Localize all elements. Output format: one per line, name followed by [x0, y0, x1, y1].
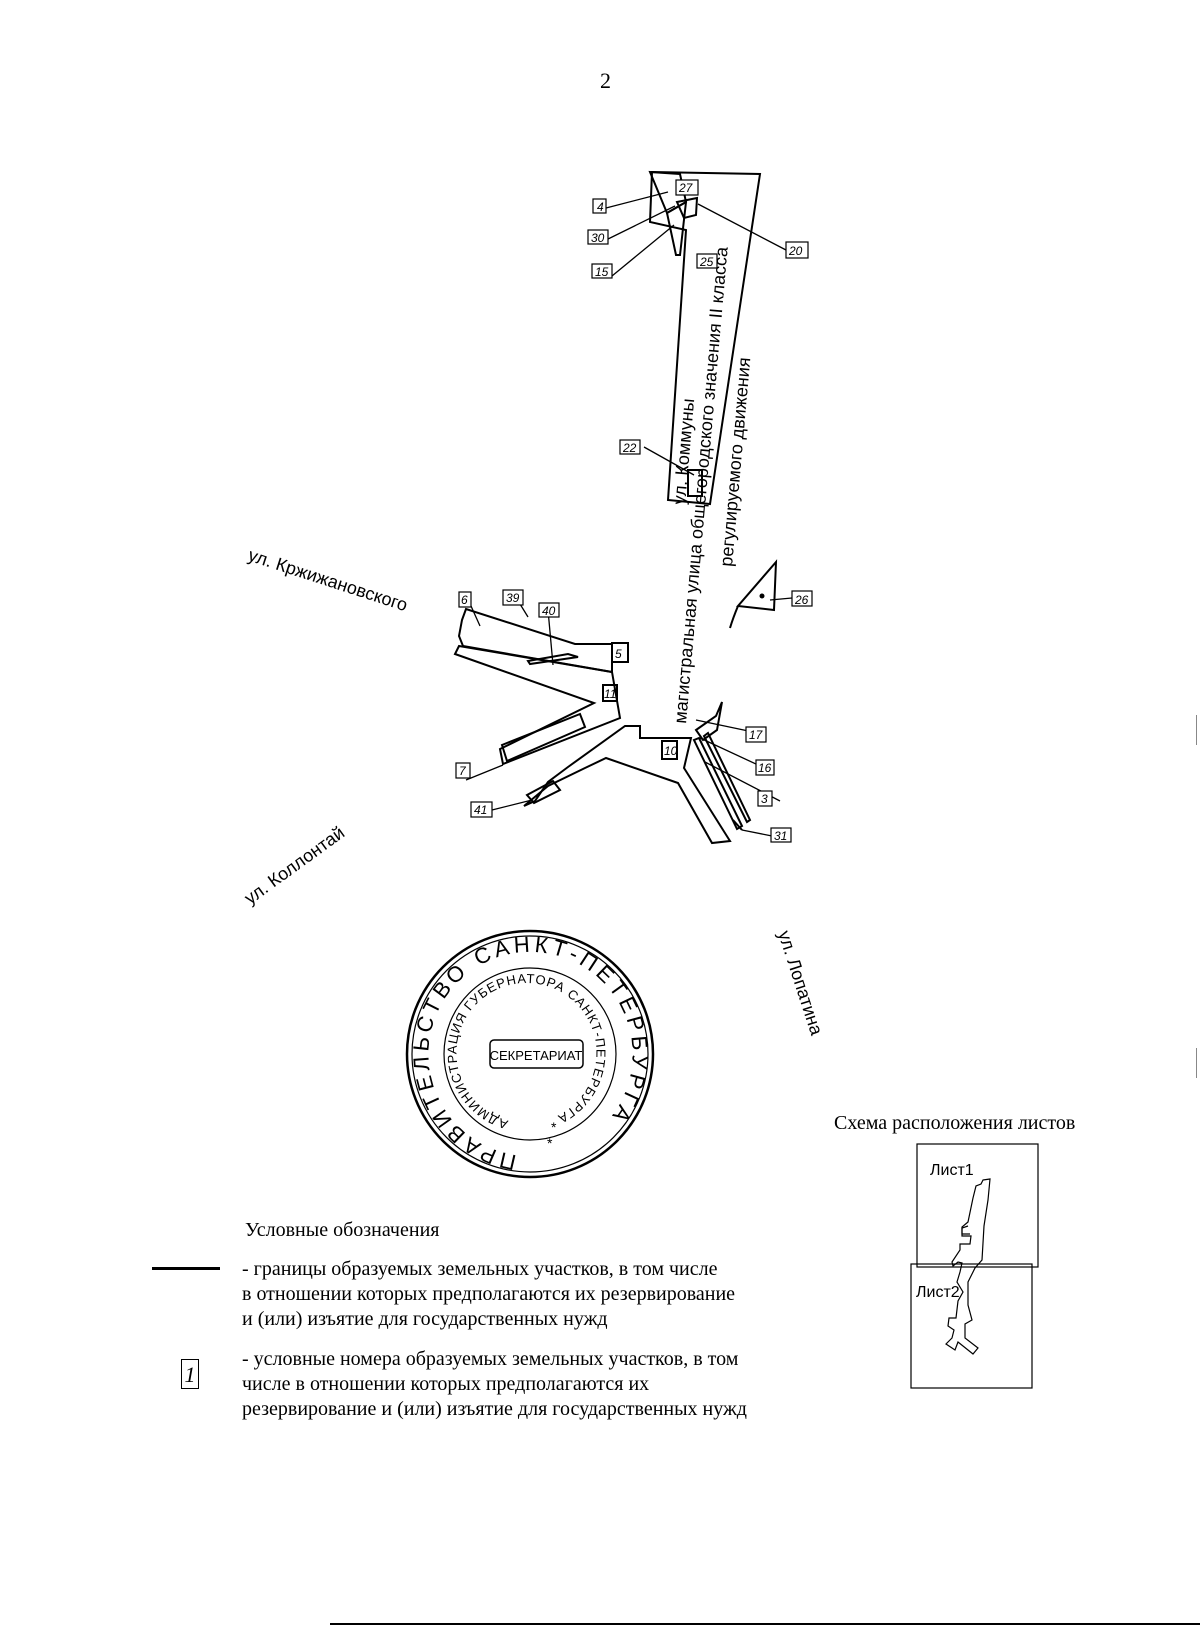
plot-label-22: 22 [622, 441, 637, 455]
legend-boundary-line2: в отношении которых предполагаются их ре… [242, 1283, 736, 1305]
sheet2-frame [910, 1263, 1033, 1389]
plot-label-5: 5 [615, 647, 622, 661]
plot-label-26: 26 [794, 593, 809, 607]
plot-label-31: 31 [774, 829, 787, 843]
parcel-26 [736, 559, 778, 612]
plot-label-20: 20 [788, 244, 803, 258]
svg-text:*: * [547, 1135, 553, 1151]
sheet1-frame [916, 1143, 1039, 1268]
seal-center-text: СЕКРЕТАРИАТ [490, 1048, 583, 1063]
footer-rule [330, 1623, 1200, 1625]
plot-label-30: 30 [591, 231, 605, 245]
sheet2-label: Лист2 [916, 1284, 960, 1301]
plot-box-17 [745, 726, 767, 743]
plot-box-31 [770, 827, 792, 843]
page-number: 2 [600, 68, 611, 93]
parcel-3 [702, 731, 752, 824]
parcel-10 [523, 725, 732, 845]
parcel-10-box [661, 740, 678, 760]
sheet-scheme-title: Схема расположения листов [834, 1112, 1076, 1134]
plot-box-30 [587, 229, 609, 245]
plot-label-41: 41 [474, 803, 487, 817]
sheet1-label: Лист1 [930, 1162, 974, 1179]
plot-box-6 [458, 591, 472, 608]
parcel-11 [453, 644, 622, 766]
parcel-7 [500, 712, 587, 763]
legend-number-line1: - условные номера образуемых земельных у… [242, 1348, 739, 1370]
legend-title: Условные обозначения [245, 1219, 440, 1241]
street-magistral-line2: регулируемого движения [716, 357, 754, 568]
plot-box-25 [696, 253, 718, 269]
plot-label-4: 4 [597, 200, 604, 214]
plot-box-3 [757, 790, 773, 807]
plot-box-16 [755, 759, 775, 776]
svg-text:*: * [551, 1119, 557, 1135]
plot-label-17: 17 [749, 728, 764, 742]
scan-edge-mark [1196, 1048, 1197, 1078]
legend-boundary-line1: - границы образуемых земельных участков,… [242, 1258, 718, 1280]
plot-box-4 [592, 198, 607, 214]
plot-label-3: 3 [761, 792, 768, 806]
sheet-scheme-outline [945, 1178, 991, 1355]
parcel-22 [687, 469, 703, 497]
plot-box-15 [591, 263, 613, 279]
plot-label-11: 11 [604, 687, 616, 701]
plot-label-7: 7 [459, 764, 467, 778]
street-lopatina: ул. Лопатина [774, 928, 827, 1038]
plot-box-41 [470, 801, 493, 818]
street-kollontai: ул. Коллонтай [241, 822, 349, 908]
plot-box-7 [455, 762, 471, 779]
parcel-16 [692, 736, 744, 831]
plot-box-22 [619, 439, 641, 455]
plot-label-10: 10 [664, 744, 678, 758]
parcel-31 [732, 819, 743, 831]
plot-box-26 [791, 590, 813, 607]
parcel-11-box [602, 684, 618, 702]
street-krzhizhanovskogo: ул. Кржижановского [246, 545, 410, 615]
official-seal: ПРАВИТЕЛЬСТВО САНКТ-ПЕТЕРБУРГА АДМИНИСТР… [405, 929, 655, 1179]
plot-label-15: 15 [595, 265, 609, 279]
legend-number-line3: резервирование и (или) изъятие для госуд… [242, 1398, 747, 1420]
plot-box-20 [785, 241, 809, 259]
parcel-41 [525, 779, 562, 805]
plot-label-27: 27 [678, 181, 694, 195]
plot-label-40: 40 [542, 604, 556, 618]
plot-box-39 [502, 589, 524, 606]
legend-boundary-symbol [152, 1267, 220, 1270]
plot-box-40 [538, 602, 560, 618]
plot-label-39: 39 [506, 591, 520, 605]
sheet-scheme: Лист1 Лист2 [910, 1143, 1039, 1389]
plot-label-16: 16 [758, 761, 772, 775]
legend-boundary-line3: и (или) изъятие для государственных нужд [242, 1308, 608, 1330]
scan-edge-mark [1196, 715, 1197, 745]
plot-label-6: 6 [461, 593, 468, 607]
plot-box-27 [675, 179, 699, 196]
parcel-27-30 [675, 196, 699, 220]
plot-label-25: 25 [699, 255, 714, 269]
parcel-corridor-north [648, 170, 762, 506]
legend-number-symbol: 1 [181, 1359, 199, 1389]
parcel-40 [526, 652, 579, 666]
parcel-5 [611, 642, 629, 663]
legend-number-line2: числе в отношении которых предполагаются… [242, 1373, 650, 1395]
